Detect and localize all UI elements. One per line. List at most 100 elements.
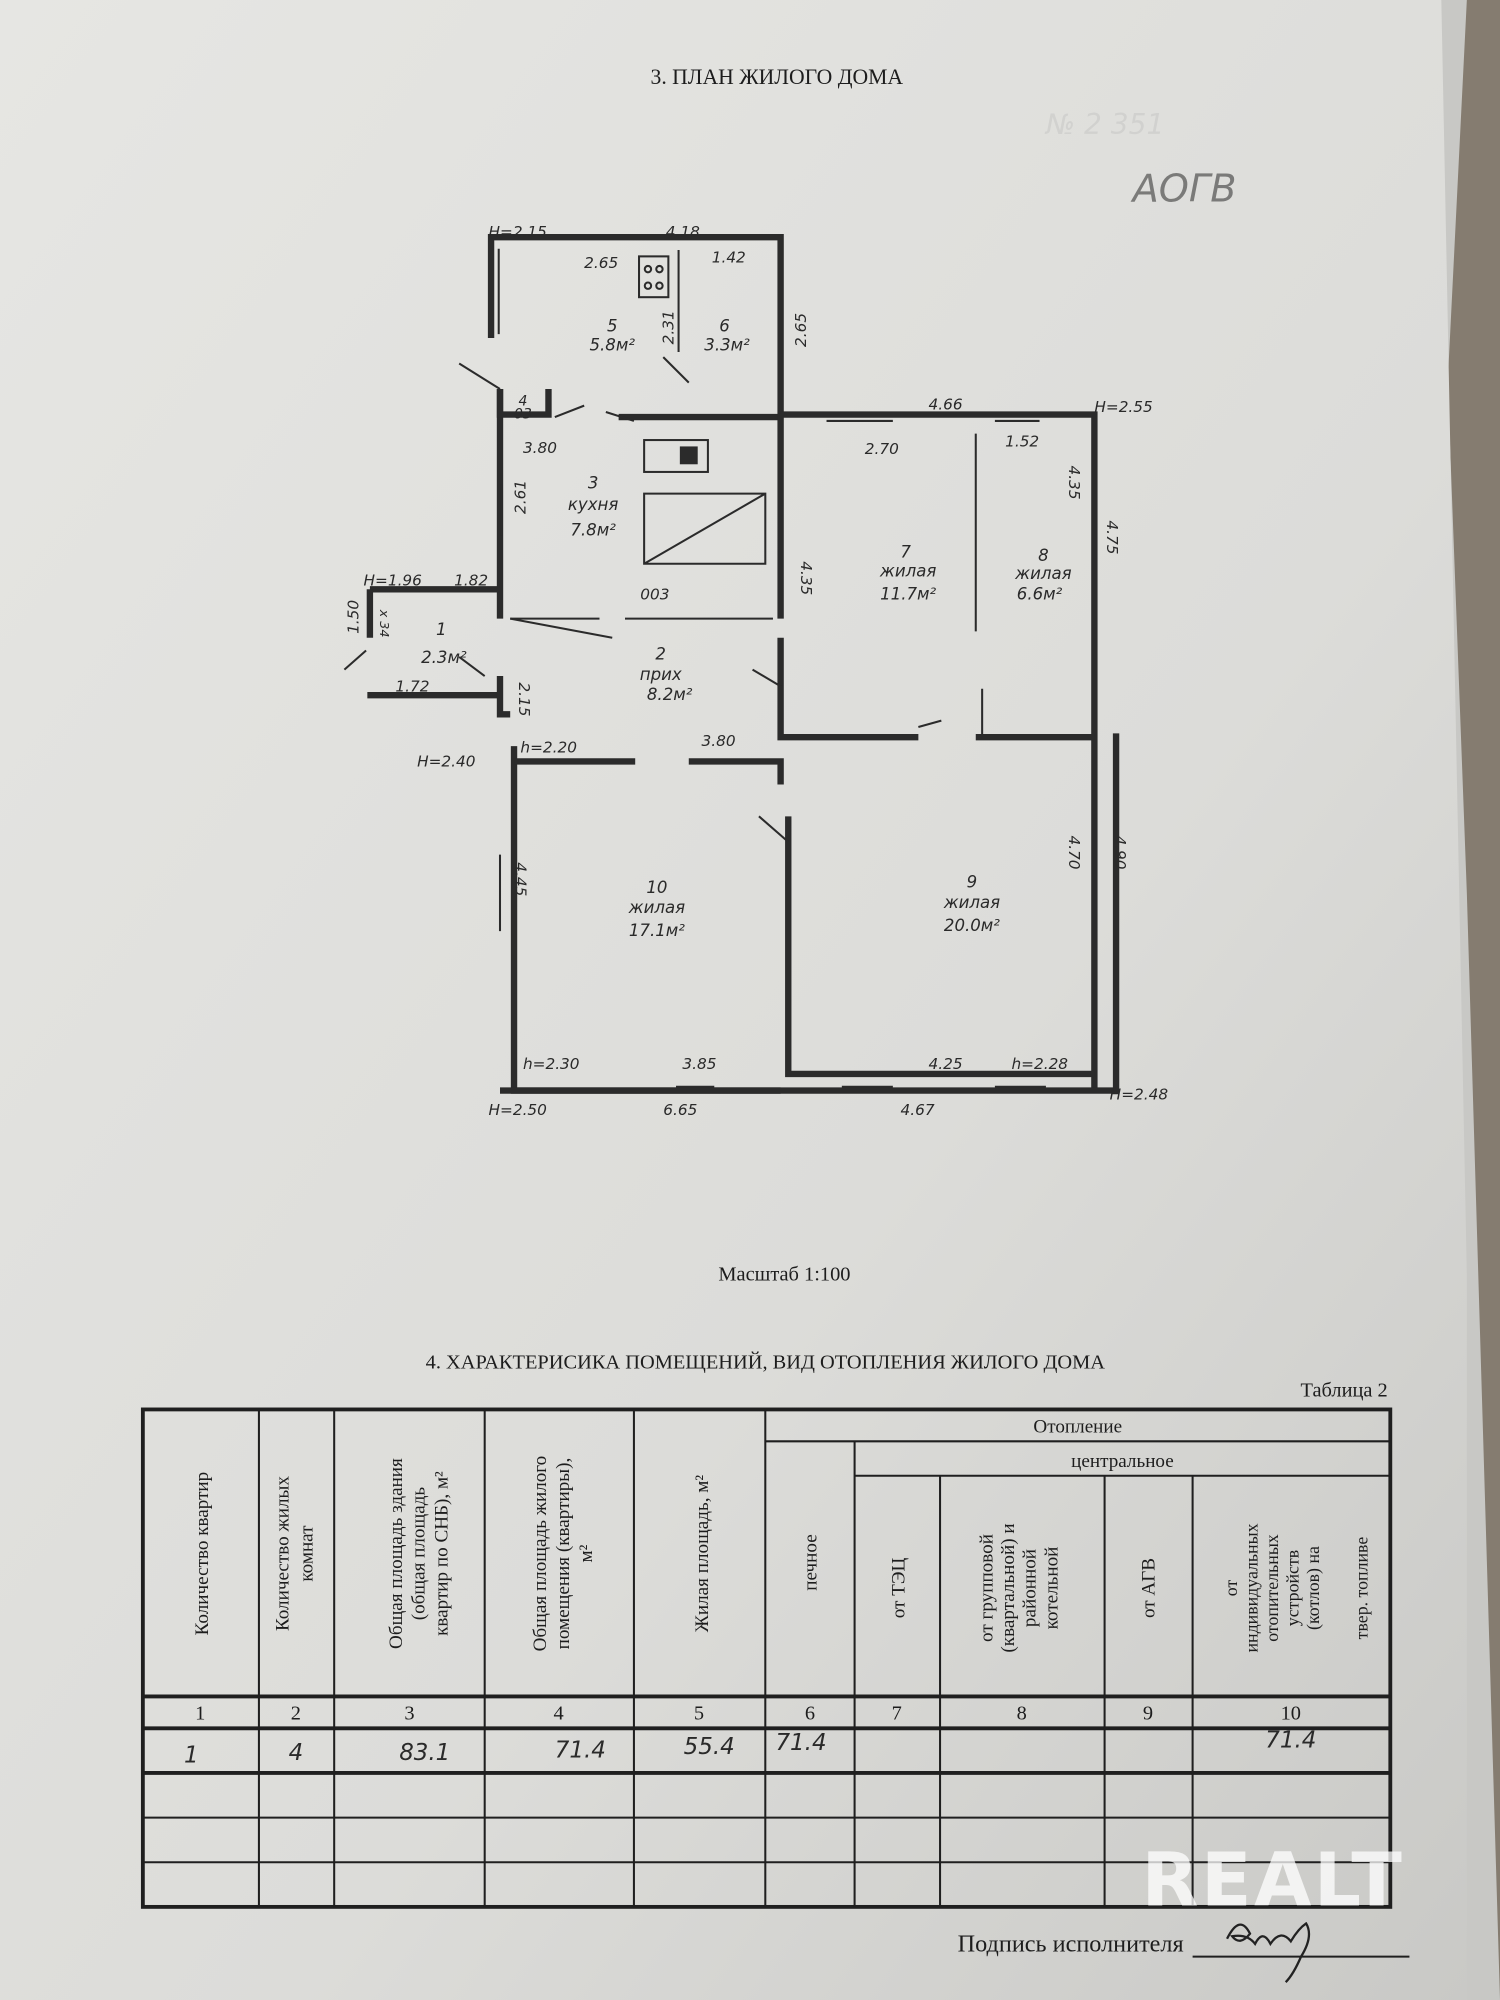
svg-text:4.35: 4.35 — [797, 561, 815, 595]
svg-text:Количество жилых: Количество жилых — [272, 1476, 293, 1631]
handwritten-heating-note: АОГВ — [1130, 167, 1237, 212]
svg-text:71.4: 71.4 — [1265, 1727, 1316, 1753]
svg-text:помещения (квартиры),: помещения (квартиры), — [553, 1458, 574, 1650]
header-col-7: от ТЭЦ — [888, 1558, 909, 1619]
svg-text:Общая площадь жилого: Общая площадь жилого — [530, 1456, 551, 1652]
svg-text:H=2.15: H=2.15 — [489, 223, 547, 241]
header-central: центральное — [1071, 1451, 1174, 1472]
svg-text:1.50: 1.50 — [344, 600, 362, 634]
svg-text:5: 5 — [607, 317, 618, 336]
header-col-1: Количество квартир — [192, 1472, 213, 1636]
svg-text:4.18: 4.18 — [666, 223, 700, 241]
svg-text:жилая: жилая — [1014, 564, 1071, 583]
svg-text:2: 2 — [291, 1702, 301, 1724]
room-6: 63.3м² — [704, 317, 750, 355]
floor-plan — [343, 234, 1120, 1094]
svg-text:17.1м²: 17.1м² — [629, 921, 685, 940]
svg-text:от групповой: от групповой — [976, 1534, 997, 1642]
svg-text:H=2.55: H=2.55 — [1094, 398, 1152, 416]
svg-text:8: 8 — [1017, 1702, 1027, 1724]
room-1: 12.3м² — [421, 620, 467, 667]
svg-text:x 34: x 34 — [376, 609, 391, 638]
svg-text:жилая: жилая — [879, 562, 936, 581]
svg-text:2.61: 2.61 — [512, 480, 530, 514]
svg-text:2.15: 2.15 — [515, 682, 533, 716]
room-4: 403 — [514, 394, 532, 423]
svg-text:Общая площадь здания: Общая площадь здания — [386, 1458, 407, 1649]
svg-text:7: 7 — [892, 1702, 902, 1724]
svg-text:прих: прих — [640, 665, 682, 684]
svg-text:отопительных: отопительных — [1262, 1534, 1282, 1642]
svg-text:4.25: 4.25 — [929, 1055, 963, 1073]
header-col-6: печное — [800, 1534, 821, 1590]
svg-text:(общая площадь: (общая площадь — [409, 1487, 430, 1621]
svg-text:71.4: 71.4 — [775, 1730, 826, 1756]
faint-handwritten-note: № 2 351 — [1044, 108, 1164, 141]
svg-text:5: 5 — [694, 1702, 704, 1724]
svg-text:11.7м²: 11.7м² — [880, 584, 936, 603]
realt-watermark: REALT — [1142, 1838, 1405, 1924]
svg-text:комнат: комнат — [297, 1525, 318, 1582]
svg-text:h=2.20: h=2.20 — [520, 739, 577, 757]
characteristics-table: Отопление центральное Количество квартир… — [140, 1407, 1393, 1909]
svg-text:8: 8 — [1038, 546, 1049, 565]
svg-text:10: 10 — [646, 878, 667, 897]
section-4-title: 4. ХАРАКТЕРИСИКА ПОМЕЩЕНИЙ, ВИД ОТОПЛЕНИ… — [426, 1351, 1106, 1374]
svg-text:5.8м²: 5.8м² — [589, 336, 635, 355]
svg-text:4: 4 — [554, 1702, 564, 1724]
svg-text:9: 9 — [1143, 1702, 1153, 1724]
svg-text:6: 6 — [719, 317, 730, 336]
svg-text:10: 10 — [1281, 1702, 1301, 1724]
svg-text:жилая: жилая — [943, 893, 1000, 912]
svg-text:2.31: 2.31 — [659, 310, 677, 344]
plan-scale: Масштаб 1:100 — [718, 1264, 850, 1286]
svg-text:4.70: 4.70 — [1065, 835, 1083, 869]
svg-text:(квартальной) и: (квартальной) и — [998, 1523, 1019, 1652]
svg-text:H=2.50: H=2.50 — [489, 1101, 547, 1119]
signature-mark — [1226, 1921, 1311, 1983]
svg-text:2: 2 — [655, 644, 666, 663]
svg-text:1.52: 1.52 — [1005, 432, 1039, 450]
svg-text:2.65: 2.65 — [584, 254, 618, 272]
svg-text:9: 9 — [967, 873, 978, 892]
svg-text:4.66: 4.66 — [929, 395, 963, 413]
svg-text:1: 1 — [436, 620, 447, 639]
room-5: 55.8м² — [589, 317, 635, 355]
header-heating: Отопление — [1033, 1416, 1122, 1437]
svg-text:55.4: 55.4 — [684, 1734, 735, 1760]
column-numbers-row: 1 2 3 4 5 6 7 8 9 10 — [195, 1702, 1301, 1724]
svg-text:1.72: 1.72 — [395, 677, 429, 695]
svg-text:устройств: устройств — [1282, 1550, 1302, 1626]
svg-text:районной: районной — [1020, 1549, 1041, 1627]
svg-text:кухня: кухня — [568, 495, 618, 514]
svg-text:83.1: 83.1 — [399, 1740, 450, 1766]
svg-text:6.6м²: 6.6м² — [1017, 584, 1063, 603]
svg-text:6.65: 6.65 — [663, 1101, 697, 1119]
svg-text:жилая: жилая — [628, 898, 685, 917]
section-3-title: 3. ПЛАН ЖИЛОГО ДОМА — [650, 65, 903, 89]
svg-text:1.42: 1.42 — [712, 249, 746, 267]
table-row: 1 4 83.1 71.4 55.4 71.4 71.4 — [184, 1727, 1316, 1768]
svg-text:6: 6 — [805, 1702, 815, 1724]
svg-text:1: 1 — [195, 1702, 205, 1724]
dimension-labels: H=2.15 4.18 2.65 1.42 2.31 2.65 3.80 2.6… — [344, 223, 1168, 1119]
svg-text:h=2.30: h=2.30 — [523, 1055, 580, 1073]
svg-text:H=2.40: H=2.40 — [417, 753, 475, 771]
signature-label: Подпись исполнителя — [958, 1931, 1184, 1958]
svg-text:4.67: 4.67 — [901, 1101, 935, 1119]
svg-text:1.82: 1.82 — [454, 571, 488, 589]
svg-text:2.65: 2.65 — [792, 313, 810, 347]
header-col-5: Жилая площадь, м² — [692, 1475, 713, 1633]
